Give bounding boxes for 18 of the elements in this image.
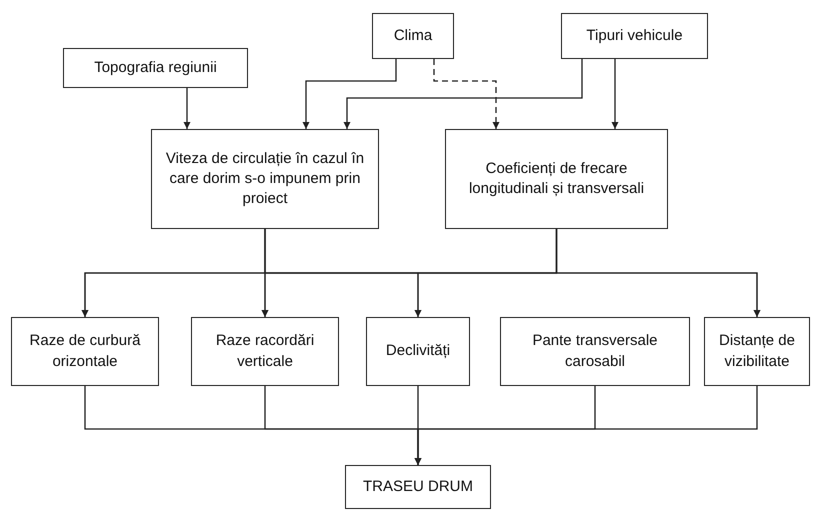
process-box: Coeficienți de frecare longitudinali și transversali [445,129,668,229]
arrow [302,59,397,129]
process-box: Tipuri vehicule [561,13,708,59]
process-box: Distanțe de vizibilitate [704,317,810,386]
arrow [344,59,583,129]
arrow [184,88,190,129]
process-box: TRASEU DRUM [345,465,491,509]
arrow [414,386,758,465]
process-box: Topografia regiunii [63,48,248,88]
process-box: Declivități [366,317,470,386]
process-box: Viteza de circulație în cazul în care dorim s-o impunem prin proiect [151,129,379,229]
process-box: Pante transversale carosabil [500,317,690,386]
arrow [556,229,760,317]
process-box: Raze de curbură orizontale [11,317,159,386]
dashed-arrow [433,59,500,129]
process-box: Clima [372,13,454,59]
process-box: Raze racordări verticale [191,317,339,386]
arrow [612,59,618,129]
